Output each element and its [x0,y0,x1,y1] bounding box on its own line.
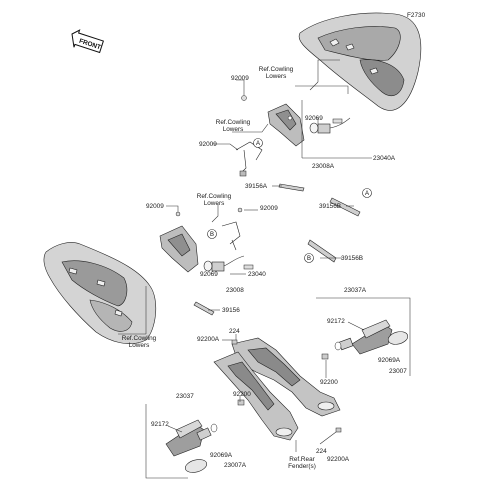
part-23037a: 23037A [344,287,367,294]
part-92009-c: 92009 [146,203,164,210]
ref-cowling-mid-line1: Ref.Cowling [216,119,251,126]
callout-b-right-label: B [307,256,311,262]
left-rear-turn-signal-part [165,419,218,473]
callout-b-right: B [304,253,314,263]
callout-a-right-label: A [365,191,369,197]
callout-a-upper: A [253,138,263,148]
part-23040: 23040 [248,271,266,278]
part-224-top: 224 [229,328,240,335]
screw-92009-top [241,95,247,101]
part-92069a-right: 92069A [378,357,401,364]
ref-cowling-bottom-line1: Ref.Cowling [122,335,157,342]
callout-a-upper-label: A [256,141,260,147]
left-bracket-assembly [159,221,241,273]
part-92172-left: 92172 [151,421,169,428]
part-23040a: 23040A [373,155,396,162]
reflector-strips [193,183,361,316]
part-92069a-left: 92069A [210,452,233,459]
part-92069-b: 92069 [200,271,218,278]
part-92069-a: 92069 [305,115,323,122]
part-23007: 23007 [389,368,407,375]
right-bulb-socket-part [309,117,351,134]
rear-fender-bracket-reference [213,337,341,441]
ref-cowling-left-line2: Lowers [204,200,225,207]
small-fasteners [175,207,342,433]
part-39156: 39156 [222,307,240,314]
part-224-bottom: 224 [316,448,327,455]
part-39156b-upper: 39156B [319,203,341,210]
ref-cowling-bottom-line2: Lowers [129,342,150,349]
ref-rear-fender-line2: Fender(s) [288,463,316,470]
part-23008: 23008 [226,287,244,294]
left-cowling-reference [43,242,157,344]
part-92200-right: 92200 [320,379,338,386]
part-23037: 23037 [176,393,194,400]
part-23008a: 23008A [312,163,335,170]
left-bulb-socket-part [203,255,254,272]
figure-code: F2730 [407,12,426,19]
part-92009-b: 92009 [199,141,217,148]
part-92172-right: 92172 [327,318,345,325]
part-92200-mid: 92200 [233,391,251,398]
callout-a-right: A [362,188,372,198]
part-39156a: 39156A [245,183,268,190]
callout-b-left-label: B [210,232,214,238]
ref-cowling-top-line1: Ref.Cowling [259,66,294,73]
part-39156b-lower: 39156B [341,255,363,262]
upper-cowling-reference [298,12,422,111]
part-92200a-top: 92200A [197,336,220,343]
ref-cowling-mid-line2: Lowers [223,126,244,133]
leader-lines [118,59,411,479]
right-rear-turn-signal-part [334,319,409,355]
part-23007a: 23007A [224,462,247,469]
part-92200a-bottom: 92200A [327,456,350,463]
right-bracket-assembly [235,103,305,177]
part-92009-a: 92009 [231,75,249,82]
part-labels: Ref.Cowling Lowers 92009 92069 Ref.Cowli… [122,66,407,470]
ref-rear-fender-line1: Ref.Rear [289,456,315,463]
front-arrow-badge: FRONT [71,29,104,54]
ref-cowling-top-line2: Lowers [266,73,287,80]
callout-b-left: B [207,229,217,239]
ref-cowling-left-line1: Ref.Cowling [197,193,232,200]
part-92009-d: 92009 [260,205,278,212]
